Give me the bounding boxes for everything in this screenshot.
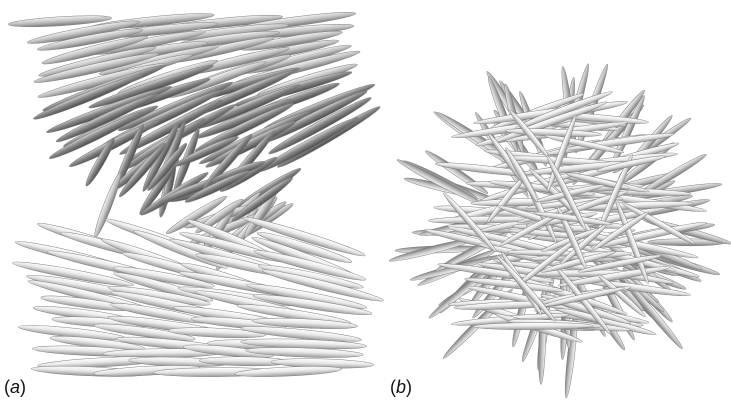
panel-a-caption: (a) [4, 378, 26, 396]
panel-a-twisted-rods [8, 9, 384, 378]
rod [235, 365, 342, 379]
panel-b-caption: (b) [390, 378, 412, 396]
rod [91, 171, 124, 239]
panel-b-spherical-rod-cluster [388, 63, 731, 398]
